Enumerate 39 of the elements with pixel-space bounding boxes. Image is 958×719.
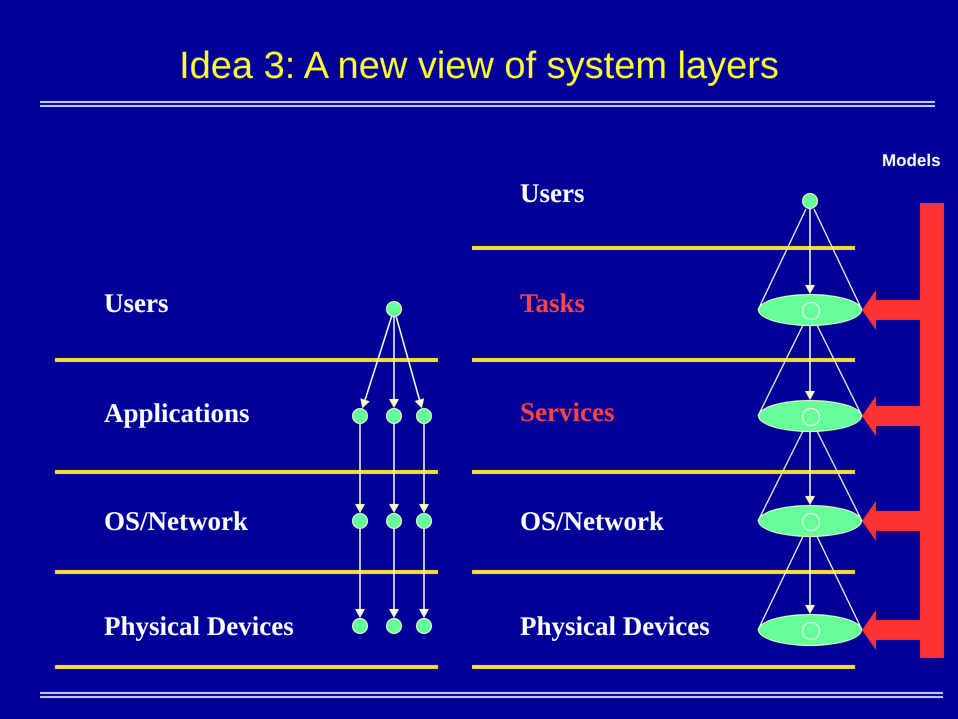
block-arrow [862, 610, 920, 650]
arrow [395, 316, 424, 408]
arrow [389, 529, 399, 618]
node-circle [352, 513, 368, 529]
block-arrow [862, 396, 920, 436]
layer-label: Applications [104, 397, 250, 429]
block-arrow [862, 290, 920, 330]
node-circle [386, 618, 402, 634]
arrow [389, 424, 399, 513]
block-arrow [862, 501, 920, 541]
arrow [419, 529, 429, 618]
arrow [805, 432, 815, 505]
layer-label: Users [520, 177, 584, 209]
layer-label: Tasks [520, 287, 586, 319]
arrow [355, 529, 365, 618]
slide-title: Idea 3: A new view of system layers [178, 44, 780, 89]
bar-heading: Models [882, 150, 941, 172]
arrow [360, 316, 392, 408]
layer-label: Users [104, 287, 168, 319]
arrow [805, 209, 815, 294]
layer-label: Services [520, 396, 614, 428]
node-circle [416, 408, 432, 424]
arrow [355, 424, 365, 513]
node-circle [386, 301, 402, 317]
layer-label: Physical Devices [520, 610, 710, 642]
layer-label: Physical Devices [104, 610, 294, 642]
node-circle [802, 193, 818, 209]
node-circle [416, 513, 432, 529]
arrow [805, 537, 815, 614]
node-circle [416, 618, 432, 634]
arrow [389, 317, 399, 408]
node-circle [386, 408, 402, 424]
node-circle [352, 618, 368, 634]
layer-label: OS/Network [104, 505, 248, 537]
node-circle [386, 513, 402, 529]
layer-label: OS/Network [520, 505, 664, 537]
arrow [805, 326, 815, 400]
arrow [419, 424, 429, 513]
node-circle [352, 408, 368, 424]
